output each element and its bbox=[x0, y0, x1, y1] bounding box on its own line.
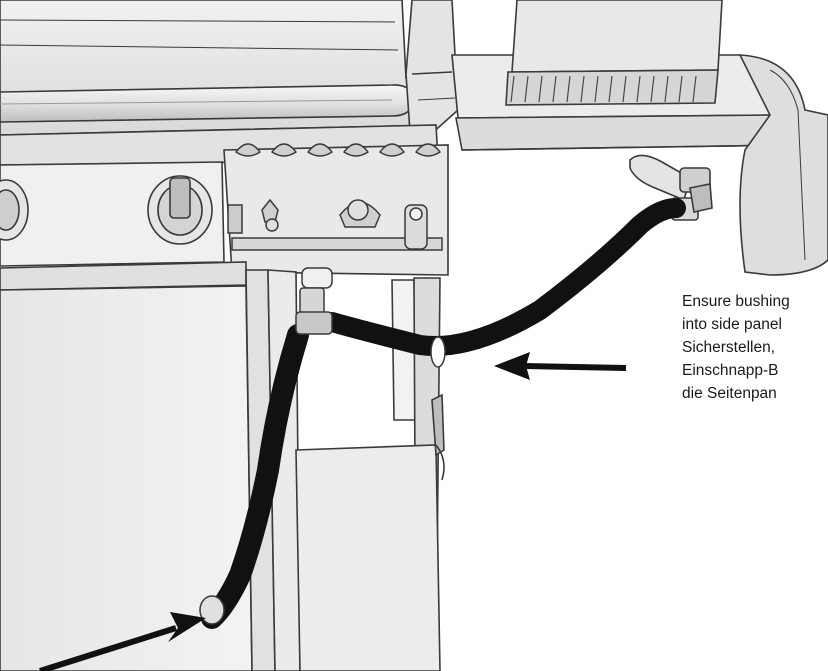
grate-bar bbox=[538, 75, 543, 103]
control-knob-left bbox=[0, 179, 29, 241]
valve-scallop bbox=[234, 143, 262, 157]
valve-scallops bbox=[234, 143, 442, 157]
control-knob-right bbox=[147, 175, 213, 245]
valve-scallop bbox=[306, 143, 334, 157]
side-burner-box bbox=[505, 0, 723, 106]
grate-bar bbox=[594, 75, 599, 103]
callout-line-3: Sicherstellen, bbox=[682, 339, 776, 356]
hose-to-cart bbox=[201, 324, 309, 629]
grate-bar bbox=[692, 75, 697, 103]
grate-bar bbox=[664, 75, 669, 103]
arrow-bushing-cart bbox=[39, 612, 206, 671]
grate-bar bbox=[524, 75, 529, 103]
grate-bar bbox=[636, 75, 641, 103]
lid-handle bbox=[0, 84, 415, 123]
valve-scallop bbox=[378, 143, 406, 157]
burner-grate bbox=[510, 75, 697, 103]
callout-line-2: into side panel bbox=[682, 316, 782, 333]
instruction-callout: Ensure bushing into side panel Sicherste… bbox=[682, 290, 828, 405]
callout-line-4: Einschnapp-B bbox=[682, 362, 779, 379]
grate-bar bbox=[580, 75, 585, 103]
callout-line-5: die Seitenpan bbox=[682, 385, 777, 402]
hose-to-regulator bbox=[322, 198, 686, 356]
valve-scallop bbox=[270, 143, 298, 157]
grate-bar bbox=[566, 75, 571, 103]
hose-fittings bbox=[199, 267, 446, 625]
grate-bar bbox=[552, 75, 557, 103]
grate-bar bbox=[650, 75, 655, 103]
grate-bar bbox=[608, 75, 613, 103]
control-panel bbox=[0, 124, 449, 291]
gas-manifold bbox=[227, 198, 443, 251]
shelf-end-cap bbox=[738, 54, 828, 276]
callout-line-1: Ensure bushing bbox=[682, 293, 790, 310]
gas-hoses bbox=[201, 198, 686, 629]
valve-scallop bbox=[414, 143, 442, 157]
lid-side-bracket bbox=[405, 0, 459, 136]
grate-bar bbox=[510, 75, 515, 103]
grate-bar bbox=[678, 75, 683, 103]
arrow-bushing-side-panel bbox=[494, 352, 627, 380]
valve-scallop bbox=[342, 143, 370, 157]
grate-bar bbox=[622, 75, 627, 103]
